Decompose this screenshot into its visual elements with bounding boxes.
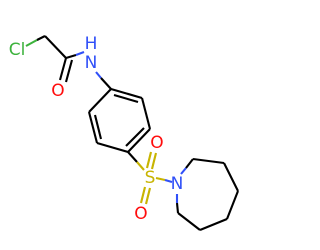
ring-bond-5 [87,111,99,144]
bond-ch2-carbonyl [44,35,67,59]
bond-s-o-top-2 [150,152,158,170]
bond-s-o-top-1 [145,151,153,169]
atom-n-amide: N [85,53,98,73]
ring-bond-3 [127,128,151,153]
chemical-structure-diagram: Cl O H N S O O N [9,34,239,231]
azepane-bond-5 [199,218,228,231]
atom-labels: Cl O H N S O O N [9,34,184,224]
atom-h-amide: H [85,34,98,54]
ring-bond-2 [140,97,152,130]
ring-inner-2 [125,127,145,147]
bond-cl-ch2 [25,39,38,47]
atom-o-amide: O [51,81,64,101]
bond-cl-ch2-b [36,35,46,41]
ring-inner-3 [93,114,103,140]
azepane-bond-6 [177,212,201,231]
ring-bond-4 [96,141,129,154]
bond-carbonyl-o-2 [64,59,74,83]
atom-o-sulfonyl-top: O [150,133,163,153]
ring-inner-1 [113,93,139,104]
azepane-bond-1 [180,167,187,175]
bond-carbonyl-n-a [65,53,77,60]
atom-cl: Cl [9,40,26,60]
bond-ring-s-b [136,161,145,171]
bond-ring-s-a [127,151,138,163]
bond-carbonyl-o-1 [58,57,68,81]
bond-s-n-a [155,176,166,182]
azepane-bond-1b [185,158,194,169]
bonds [25,35,239,231]
bond-carbonyl-n-b [75,51,85,56]
azepane-bond-4 [226,190,239,220]
azepane-bond-7a [175,202,180,214]
bond-s-n-b [164,178,173,184]
atom-s: S [145,168,156,188]
ring-bond-1 [110,87,143,100]
atom-o-sulfonyl-bottom: O [134,204,147,224]
bond-s-o-bottom-1 [139,186,147,204]
atom-n-azepane: N [171,174,184,194]
bond-s-o-bottom-2 [144,187,152,205]
azepane-bond-2 [192,157,225,165]
bond-n-ring-a [95,71,102,79]
azepane-bond-3 [223,162,239,192]
bond-n-ring-b [100,77,112,90]
ring-bond-6 [88,88,112,113]
